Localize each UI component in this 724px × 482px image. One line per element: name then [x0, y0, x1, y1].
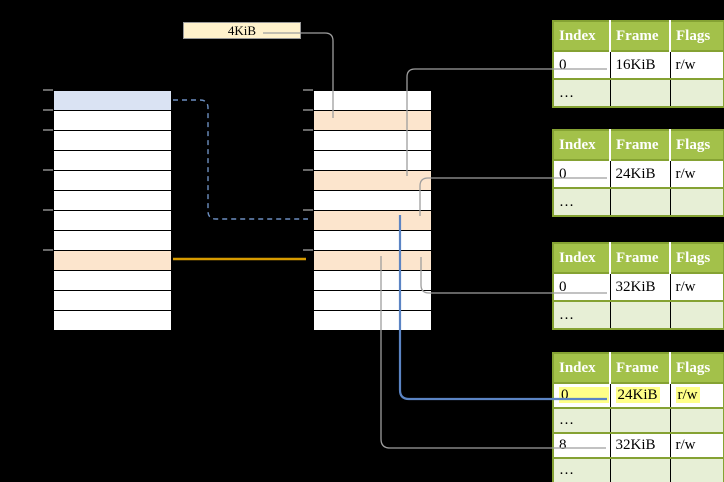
- page-table-4-row-3: …: [553, 457, 724, 482]
- page-table-1-header-frame: Frame: [610, 21, 671, 51]
- virtual-memory-row-5: [54, 191, 171, 211]
- physical-memory-row-6: [314, 211, 431, 231]
- page-table-1-row-0-cell-2: r/w: [670, 50, 724, 79]
- page-table-4-row-0-cell-2: r/w: [670, 382, 724, 408]
- page-table-4-header-frame: Frame: [610, 353, 671, 383]
- arrow-virtual-blue-mapping: [173, 99, 308, 220]
- page-table-2-header-frame: Frame: [610, 130, 671, 160]
- virtual-memory-row-3: [54, 151, 171, 171]
- physical-memory-row-5: [314, 191, 431, 211]
- page-table-4-row-3-cell-2: [670, 457, 724, 482]
- physical-memory-row-8: [314, 251, 431, 271]
- page-table-3-row-1-cell-2: [670, 300, 724, 329]
- page-table-3-header-flags: Flags: [670, 243, 724, 273]
- page-table-1-row-0-cell-0: 0: [553, 50, 611, 79]
- physical-memory-row-2: [314, 131, 431, 151]
- page-table-4-row-0: 0 24KiB r/w: [553, 382, 724, 408]
- page-table-1-row-1-cell-0: …: [553, 78, 611, 107]
- virtual-memory-row-0: [54, 91, 171, 111]
- virtual-memory-row-4: [54, 171, 171, 191]
- virtual-memory-column: [53, 90, 172, 331]
- virtual-memory-row-8: [54, 251, 171, 271]
- page-table-4-row-2-cell-0: 8: [553, 432, 611, 458]
- page-table-2-row-0-cell-0: 0: [553, 159, 611, 188]
- page-table-4-row-1-cell-1: [610, 407, 671, 433]
- page-table-3-row-0-cell-1: 32KiB: [610, 272, 671, 301]
- page-table-2-row-1-cell-0: …: [553, 187, 611, 216]
- page-table-2-header-index: Index: [553, 130, 611, 160]
- page-table-4-header-flags: Flags: [670, 353, 724, 383]
- page-table-1-header-flags: Flags: [670, 21, 724, 51]
- physical-memory-row-4: [314, 171, 431, 191]
- page-table-3-header-frame: Frame: [610, 243, 671, 273]
- physical-memory-row-11: [314, 311, 431, 330]
- page-table-4-row-2-cell-2: r/w: [670, 432, 724, 458]
- page-table-3-row-1: …: [553, 300, 724, 329]
- physical-memory-row-9: [314, 271, 431, 291]
- virtual-memory-row-1: [54, 111, 171, 131]
- page-table-4-row-1-cell-0: …: [553, 407, 611, 433]
- virtual-memory-row-11: [54, 311, 171, 330]
- physical-memory-row-3: [314, 151, 431, 171]
- page-table-1-row-1: …: [553, 78, 724, 107]
- page-table-2-header-flags: Flags: [670, 130, 724, 160]
- virtual-memory-row-10: [54, 291, 171, 311]
- virtual-memory-row-9: [54, 271, 171, 291]
- highlighted-value: 0: [559, 387, 609, 403]
- physical-memory-row-10: [314, 291, 431, 311]
- page-table-4-row-3-cell-0: …: [553, 457, 611, 482]
- highlighted-value: 24KiB: [615, 387, 660, 403]
- page-table-1-header-index: Index: [553, 21, 611, 51]
- physical-memory-column: [313, 90, 432, 331]
- virtual-memory-row-7: [54, 231, 171, 251]
- highlighted-value: r/w: [675, 387, 700, 403]
- page-table-4-row-3-cell-1: [610, 457, 671, 482]
- page-table-4-row-0-cell-0: 0: [553, 382, 611, 408]
- page-table-1-row-0-cell-1: 16KiB: [610, 50, 671, 79]
- page-table-4-row-0-cell-1: 24KiB: [610, 382, 671, 408]
- virtual-memory-row-6: [54, 211, 171, 231]
- page-table-2-row-0-cell-1: 24KiB: [610, 159, 671, 188]
- page-table-3-row-0-cell-0: 0: [553, 272, 611, 301]
- page-table-2-row-1-cell-2: [670, 187, 724, 216]
- virtual-memory-row-2: [54, 131, 171, 151]
- page-table-4-header-index: Index: [553, 353, 611, 383]
- physical-memory-row-1: [314, 111, 431, 131]
- page-table-2-row-0-cell-2: r/w: [670, 159, 724, 188]
- page-table-4-row-1-cell-2: [670, 407, 724, 433]
- page-table-4-row-2-cell-1: 32KiB: [610, 432, 671, 458]
- physical-memory-row-0: [314, 91, 431, 111]
- page-table-3-row-1-cell-0: …: [553, 300, 611, 329]
- page-table-2-row-1-cell-1: [610, 187, 671, 216]
- page-table-1-row-1-cell-1: [610, 78, 671, 107]
- physical-memory-row-7: [314, 231, 431, 251]
- page-table-3-header-index: Index: [553, 243, 611, 273]
- page-size-label: 4KiB: [183, 22, 301, 39]
- page-table-3-row-0-cell-2: r/w: [670, 272, 724, 301]
- page-table-4-row-1: …: [553, 407, 724, 433]
- page-table-3-row-1-cell-1: [610, 300, 671, 329]
- page-table-2-row-1: …: [553, 187, 724, 216]
- page-table-1-row-1-cell-2: [670, 78, 724, 107]
